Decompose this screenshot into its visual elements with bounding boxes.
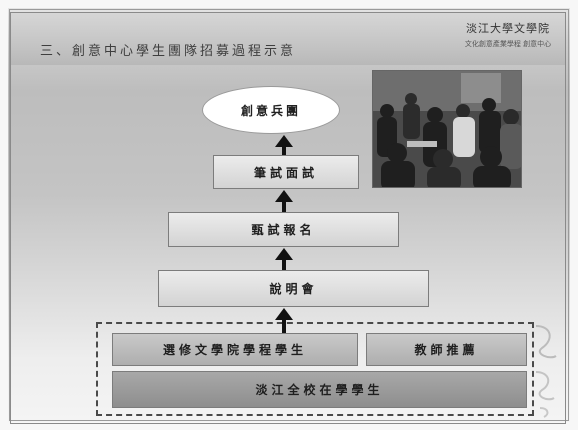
step-registration: 甄試報名 (168, 212, 399, 247)
source-teacher-recommendation: 教師推薦 (366, 333, 527, 366)
step-written-interview: 筆試面試 (213, 155, 359, 189)
org-block: 淡江大學文學院 文化創意產業學程 創意中心 (452, 20, 564, 49)
source-program-students: 選修文學院學程學生 (112, 333, 358, 366)
photo-people (377, 93, 521, 187)
base-all-students: 淡江全校在學學生 (112, 371, 527, 408)
org-subtitle: 文化創意產業學程 創意中心 (464, 40, 552, 48)
classroom-photo (372, 70, 522, 188)
step-briefing: 說明會 (158, 270, 429, 307)
photo-window (461, 73, 501, 103)
slide-title: 三、創意中心學生團隊招募過程示意 (40, 44, 297, 59)
decorative-bracket (535, 325, 557, 418)
slide-frame (10, 12, 566, 424)
header-band (11, 13, 565, 65)
goal-ellipse: 創意兵團 (202, 86, 340, 134)
source-group-dashed-box (96, 322, 534, 416)
org-name: 淡江大學文學院 (466, 22, 550, 35)
photo-desk (407, 141, 437, 147)
